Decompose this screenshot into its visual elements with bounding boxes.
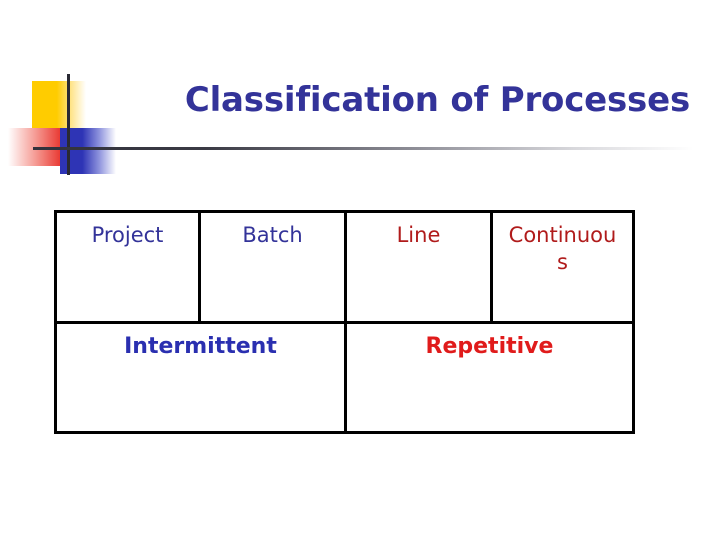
blue-square-icon [60, 128, 116, 174]
table-row: Intermittent Repetitive [57, 321, 632, 434]
table-cell-project: Project [91, 223, 164, 247]
table-row: Project Batch Line Continuous [57, 213, 632, 321]
table-cell-intermittent: Intermittent [124, 334, 277, 359]
table-cell-repetitive: Repetitive [344, 324, 632, 434]
table-cell-continuous: Continuous [490, 213, 632, 321]
classification-table: Project Batch Line Continuous Intermitte… [54, 210, 635, 434]
page-title: Classification of Processes [184, 80, 690, 120]
table-cell-batch: Batch [198, 213, 344, 321]
table-cell-line: Line [344, 213, 490, 321]
horizontal-rule-icon [33, 147, 693, 150]
red-square-icon [8, 128, 74, 166]
table-cell-continuous-label: Continuous [508, 223, 617, 274]
